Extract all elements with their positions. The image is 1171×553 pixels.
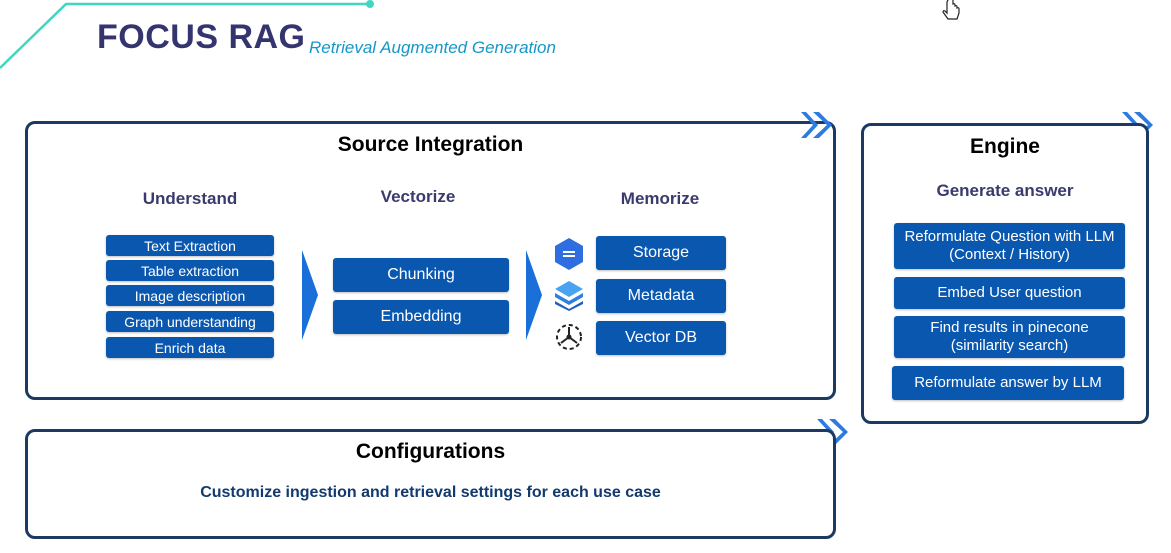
- source-integration-title: Source Integration: [337, 133, 524, 156]
- engine-step-embed-question: Embed User question: [894, 277, 1125, 309]
- corner-decoration: [0, 0, 374, 69]
- understand-item-text-extraction: Text Extraction: [106, 235, 274, 256]
- double-chevron-icon: [801, 112, 832, 138]
- stacked-layers-icon: [555, 281, 583, 311]
- understand-item-table-extraction: Table extraction: [106, 260, 274, 281]
- vectorize-item-chunking: Chunking: [333, 258, 509, 292]
- page-subtitle: Retrieval Augmented Generation: [309, 38, 556, 57]
- page-title: FOCUS RAG: [97, 18, 306, 56]
- vectorize-heading: Vectorize: [380, 187, 456, 206]
- memorize-item-metadata: Metadata: [596, 279, 726, 313]
- hand-cursor-icon: [942, 0, 960, 20]
- memorize-item-vector-db: Vector DB: [596, 321, 726, 355]
- network-cluster-icon: [556, 324, 582, 350]
- engine-step-reformulate-question: Reformulate Question with LLM (Context /…: [894, 223, 1125, 269]
- configurations-description: Customize ingestion and retrieval settin…: [200, 484, 661, 501]
- storage-hexagon-icon: [555, 238, 583, 270]
- memorize-item-storage: Storage: [596, 236, 726, 270]
- flow-arrow-2: [526, 250, 542, 340]
- engine-subtitle: Generate answer: [936, 181, 1074, 200]
- engine-title: Engine: [969, 135, 1040, 158]
- understand-item-graph-understanding: Graph understanding: [106, 311, 274, 332]
- vectorize-item-embedding: Embedding: [333, 300, 509, 334]
- understand-item-image-description: Image description: [106, 285, 274, 306]
- understand-item-enrich-data: Enrich data: [106, 337, 274, 358]
- understand-heading: Understand: [142, 189, 238, 208]
- configurations-panel: [25, 429, 836, 539]
- engine-step-reformulate-answer: Reformulate answer by LLM: [892, 366, 1124, 400]
- memorize-heading: Memorize: [620, 189, 700, 208]
- engine-step-find-results: Find results in pinecone (similarity sea…: [894, 316, 1125, 358]
- configurations-title: Configurations: [355, 440, 506, 463]
- flow-arrow-1: [302, 250, 318, 340]
